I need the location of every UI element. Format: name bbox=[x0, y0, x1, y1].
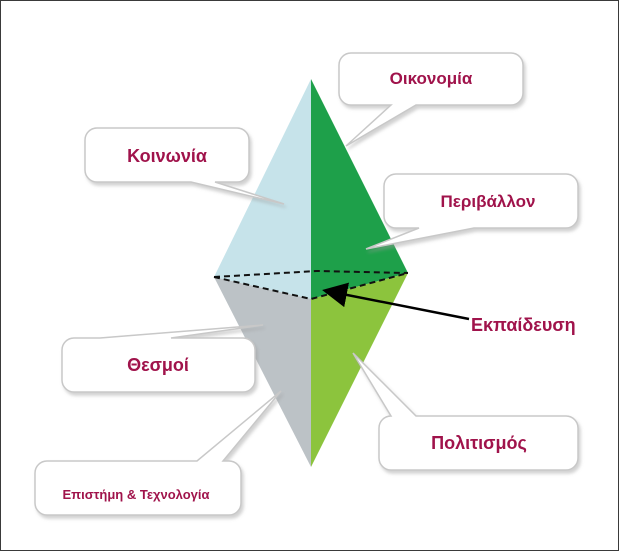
label-science: Επιστήμη & Τεχνολογία bbox=[62, 487, 209, 502]
education-arrow bbox=[322, 282, 470, 321]
callout-culture bbox=[352, 352, 579, 471]
label-institutions: Θεσμοί bbox=[127, 355, 189, 375]
label-culture: Πολιτισμός bbox=[431, 433, 527, 453]
society-face bbox=[214, 79, 311, 299]
dashed-base-line bbox=[213, 269, 409, 278]
label-society: Κοινωνία bbox=[127, 146, 207, 166]
callout-science bbox=[34, 390, 282, 516]
callout-environment bbox=[365, 173, 579, 250]
label-environment: Περιβάλλον bbox=[441, 192, 536, 211]
institutions-face bbox=[214, 277, 311, 467]
culture-face bbox=[311, 273, 408, 467]
callout-society bbox=[84, 127, 285, 205]
callout-economy bbox=[338, 52, 524, 147]
dashed-base-front-line bbox=[213, 272, 409, 301]
callout-institutions bbox=[61, 324, 264, 393]
label-economy: Οικονομία bbox=[390, 69, 473, 88]
label-education: Εκπαίδευση bbox=[471, 315, 576, 335]
